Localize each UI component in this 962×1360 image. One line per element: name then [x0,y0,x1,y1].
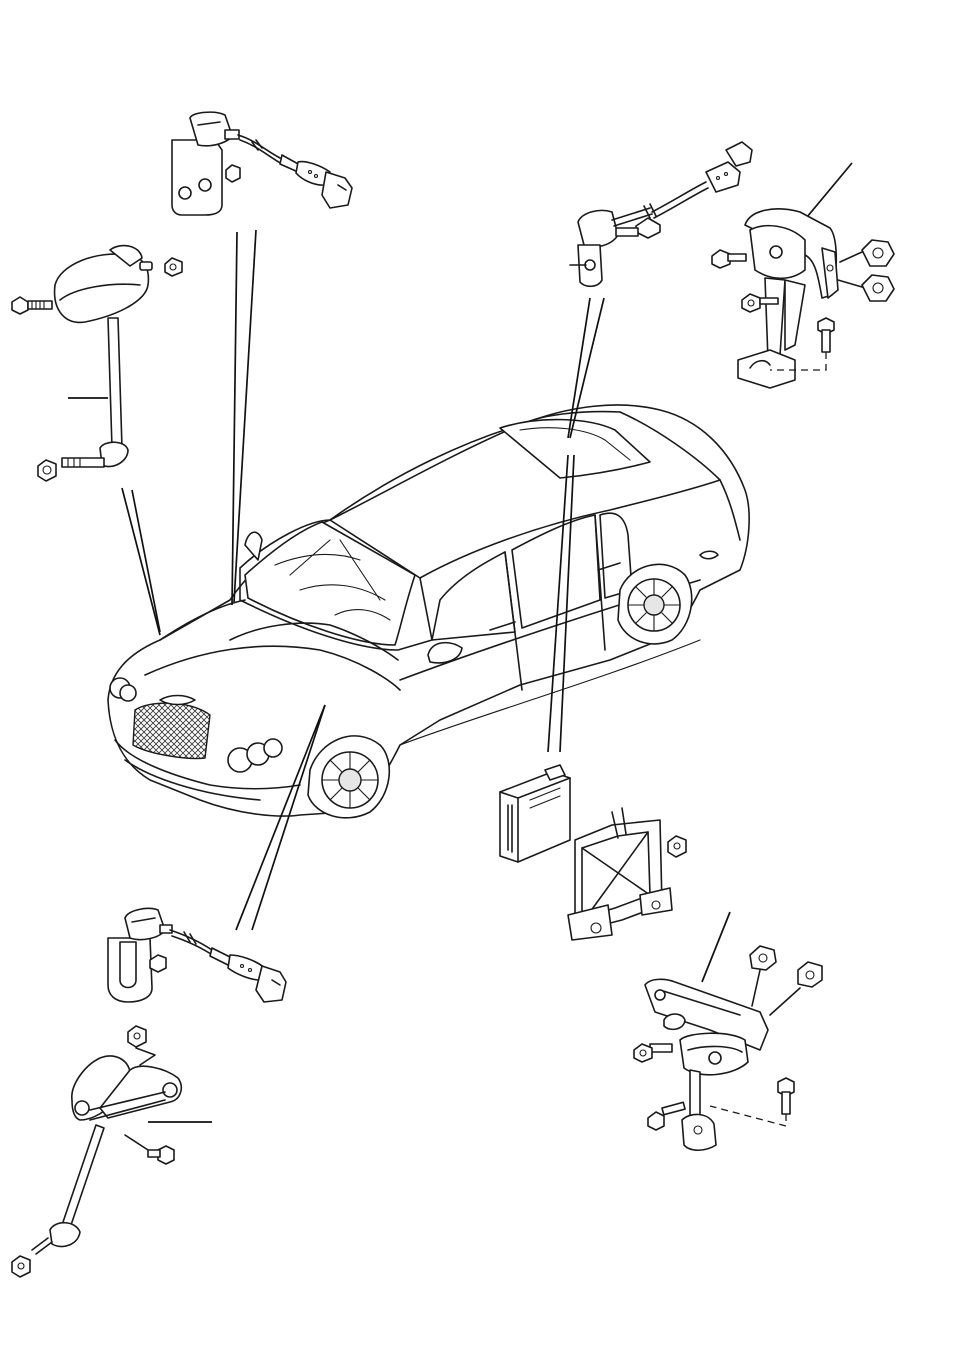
leader-lines [68,162,853,1123]
front-right-level-sensor-icon [171,111,353,216]
car-icon [107,404,750,819]
bracket-icon [567,807,687,941]
rear-left-linkage-icon [11,1025,182,1278]
rear-left-level-sensor-icon [107,907,287,1003]
rear-right-level-sensor-icon [569,141,753,288]
control-module-icon [499,764,571,863]
rear-right-bottom-linkage-icon [633,945,823,1152]
rear-right-linkage-icon [711,208,895,389]
front-left-level-sensor-icon [11,244,183,482]
